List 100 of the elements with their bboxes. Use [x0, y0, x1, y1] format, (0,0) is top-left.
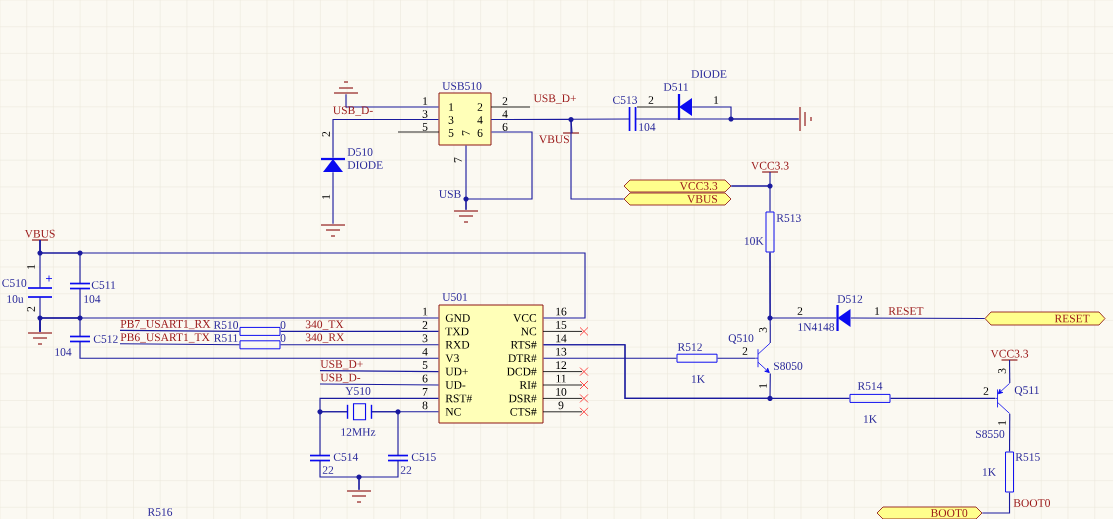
- pin-number: 8: [422, 401, 428, 410]
- pin-number: 3: [422, 110, 428, 118]
- wire: [79, 341, 440, 359]
- pin-number: 6: [422, 374, 428, 383]
- wire: [889, 397, 996, 399]
- part-value: 10u: [7, 295, 24, 303]
- reference-designator: R514: [857, 382, 883, 390]
- ground-symbol: [346, 490, 372, 503]
- net-label: USB_D-: [333, 106, 373, 116]
- part-value: DIODE: [347, 161, 383, 169]
- resistor-symbol: [239, 340, 281, 350]
- reference-designator: Q511: [1014, 386, 1039, 396]
- resistor-symbol: [1005, 451, 1014, 493]
- pin-number: 2: [983, 387, 989, 395]
- ground-symbol: [333, 81, 359, 94]
- part-value: 1K: [864, 415, 877, 423]
- wire: [490, 118, 625, 200]
- wire: [332, 171, 334, 225]
- pin-number: 2: [502, 97, 508, 105]
- reference-designator: Y510: [345, 387, 371, 395]
- pin-number: 2: [797, 307, 803, 315]
- reference-designator: R516: [147, 508, 173, 516]
- ground-symbol: [27, 332, 53, 345]
- pin-number: 7: [422, 388, 428, 396]
- resistor-symbol: [765, 211, 775, 253]
- reference-designator: C510: [2, 279, 27, 287]
- reference-designator: R510: [213, 321, 239, 329]
- part-value: 104: [55, 348, 72, 356]
- pin-number: 1: [322, 194, 330, 199]
- net-label: RESET: [888, 307, 924, 315]
- pin-number: 4: [422, 347, 428, 356]
- pin-number: 1: [714, 96, 719, 104]
- pin-number: 2: [422, 321, 428, 329]
- wire: [345, 93, 440, 108]
- ground-symbol: [453, 210, 479, 223]
- wire: [358, 460, 399, 491]
- node-label: U501: [442, 293, 468, 301]
- net-label: 340_RX: [305, 333, 345, 343]
- wire: [850, 317, 986, 320]
- pin-number: 7: [454, 157, 462, 163]
- capacitor-symbol: [387, 454, 409, 462]
- reference-designator: D511: [663, 83, 688, 91]
- capacitor-symbol: [628, 106, 637, 132]
- resistor-symbol: [676, 353, 718, 363]
- resistor-symbol: [849, 393, 891, 403]
- net-label: USB_D+: [320, 360, 363, 370]
- pin-number: 3: [759, 327, 767, 333]
- pin-number: 2: [27, 306, 35, 312]
- wire: [332, 118, 440, 159]
- capacitor-symbol: [69, 282, 91, 290]
- pin-number: 9: [558, 401, 564, 410]
- pin-number: 1: [875, 307, 880, 315]
- wire: [39, 239, 586, 319]
- reference-designator: R513: [776, 214, 801, 222]
- reference-designator: D510: [347, 148, 373, 156]
- pin-number: 11: [556, 374, 566, 383]
- capacitor-symbol: [309, 454, 331, 462]
- part-value: 0: [280, 321, 286, 329]
- port-flag: VCC3.3: [623, 179, 732, 193]
- wire: [730, 185, 771, 213]
- part-value: S8550: [976, 430, 1005, 438]
- net-label: PB7_USART1_RX: [120, 320, 211, 330]
- part-value: 0: [280, 334, 286, 342]
- pin-number: 4: [502, 110, 508, 118]
- diode-symbol: [321, 157, 345, 172]
- part-value: 104: [639, 123, 656, 131]
- wire: [769, 251, 771, 344]
- capacitor-symbol: [69, 335, 91, 343]
- wire: [1008, 413, 1011, 453]
- pin-number: 13: [556, 347, 567, 356]
- pin-number: 15: [556, 321, 567, 329]
- wire: [119, 343, 241, 346]
- pin-number: 1: [759, 383, 767, 388]
- net-label: BOOT0: [1013, 499, 1050, 507]
- wire: [39, 317, 81, 337]
- wire: [542, 357, 678, 359]
- reference-designator: R515: [1015, 453, 1040, 461]
- pin-number: 1: [423, 307, 428, 316]
- transistor-symbol: [755, 342, 771, 373]
- net-label: USB: [439, 190, 461, 198]
- wire: [981, 491, 1011, 514]
- port-flag: RESET: [984, 311, 1106, 326]
- pin-number: 14: [556, 334, 567, 343]
- part-value: 1N4148: [798, 323, 835, 331]
- part-value: 22: [322, 466, 334, 474]
- transistor-symbol: [995, 383, 1010, 414]
- pin-number: 2: [322, 131, 330, 137]
- crystal-symbol: [346, 403, 373, 421]
- wire: [371, 411, 399, 456]
- part-value: 104: [84, 295, 101, 303]
- pin-number: 1: [27, 264, 35, 269]
- pin-number: 12: [556, 361, 567, 369]
- part-value: 1K: [983, 468, 996, 476]
- wire: [119, 329, 241, 332]
- net-label: USB_D+: [533, 94, 576, 104]
- wire: [542, 344, 851, 399]
- reference-designator: C513: [613, 96, 638, 104]
- part-value: S8050: [774, 362, 803, 370]
- wire: [716, 357, 757, 359]
- pin-number: 3: [422, 334, 428, 343]
